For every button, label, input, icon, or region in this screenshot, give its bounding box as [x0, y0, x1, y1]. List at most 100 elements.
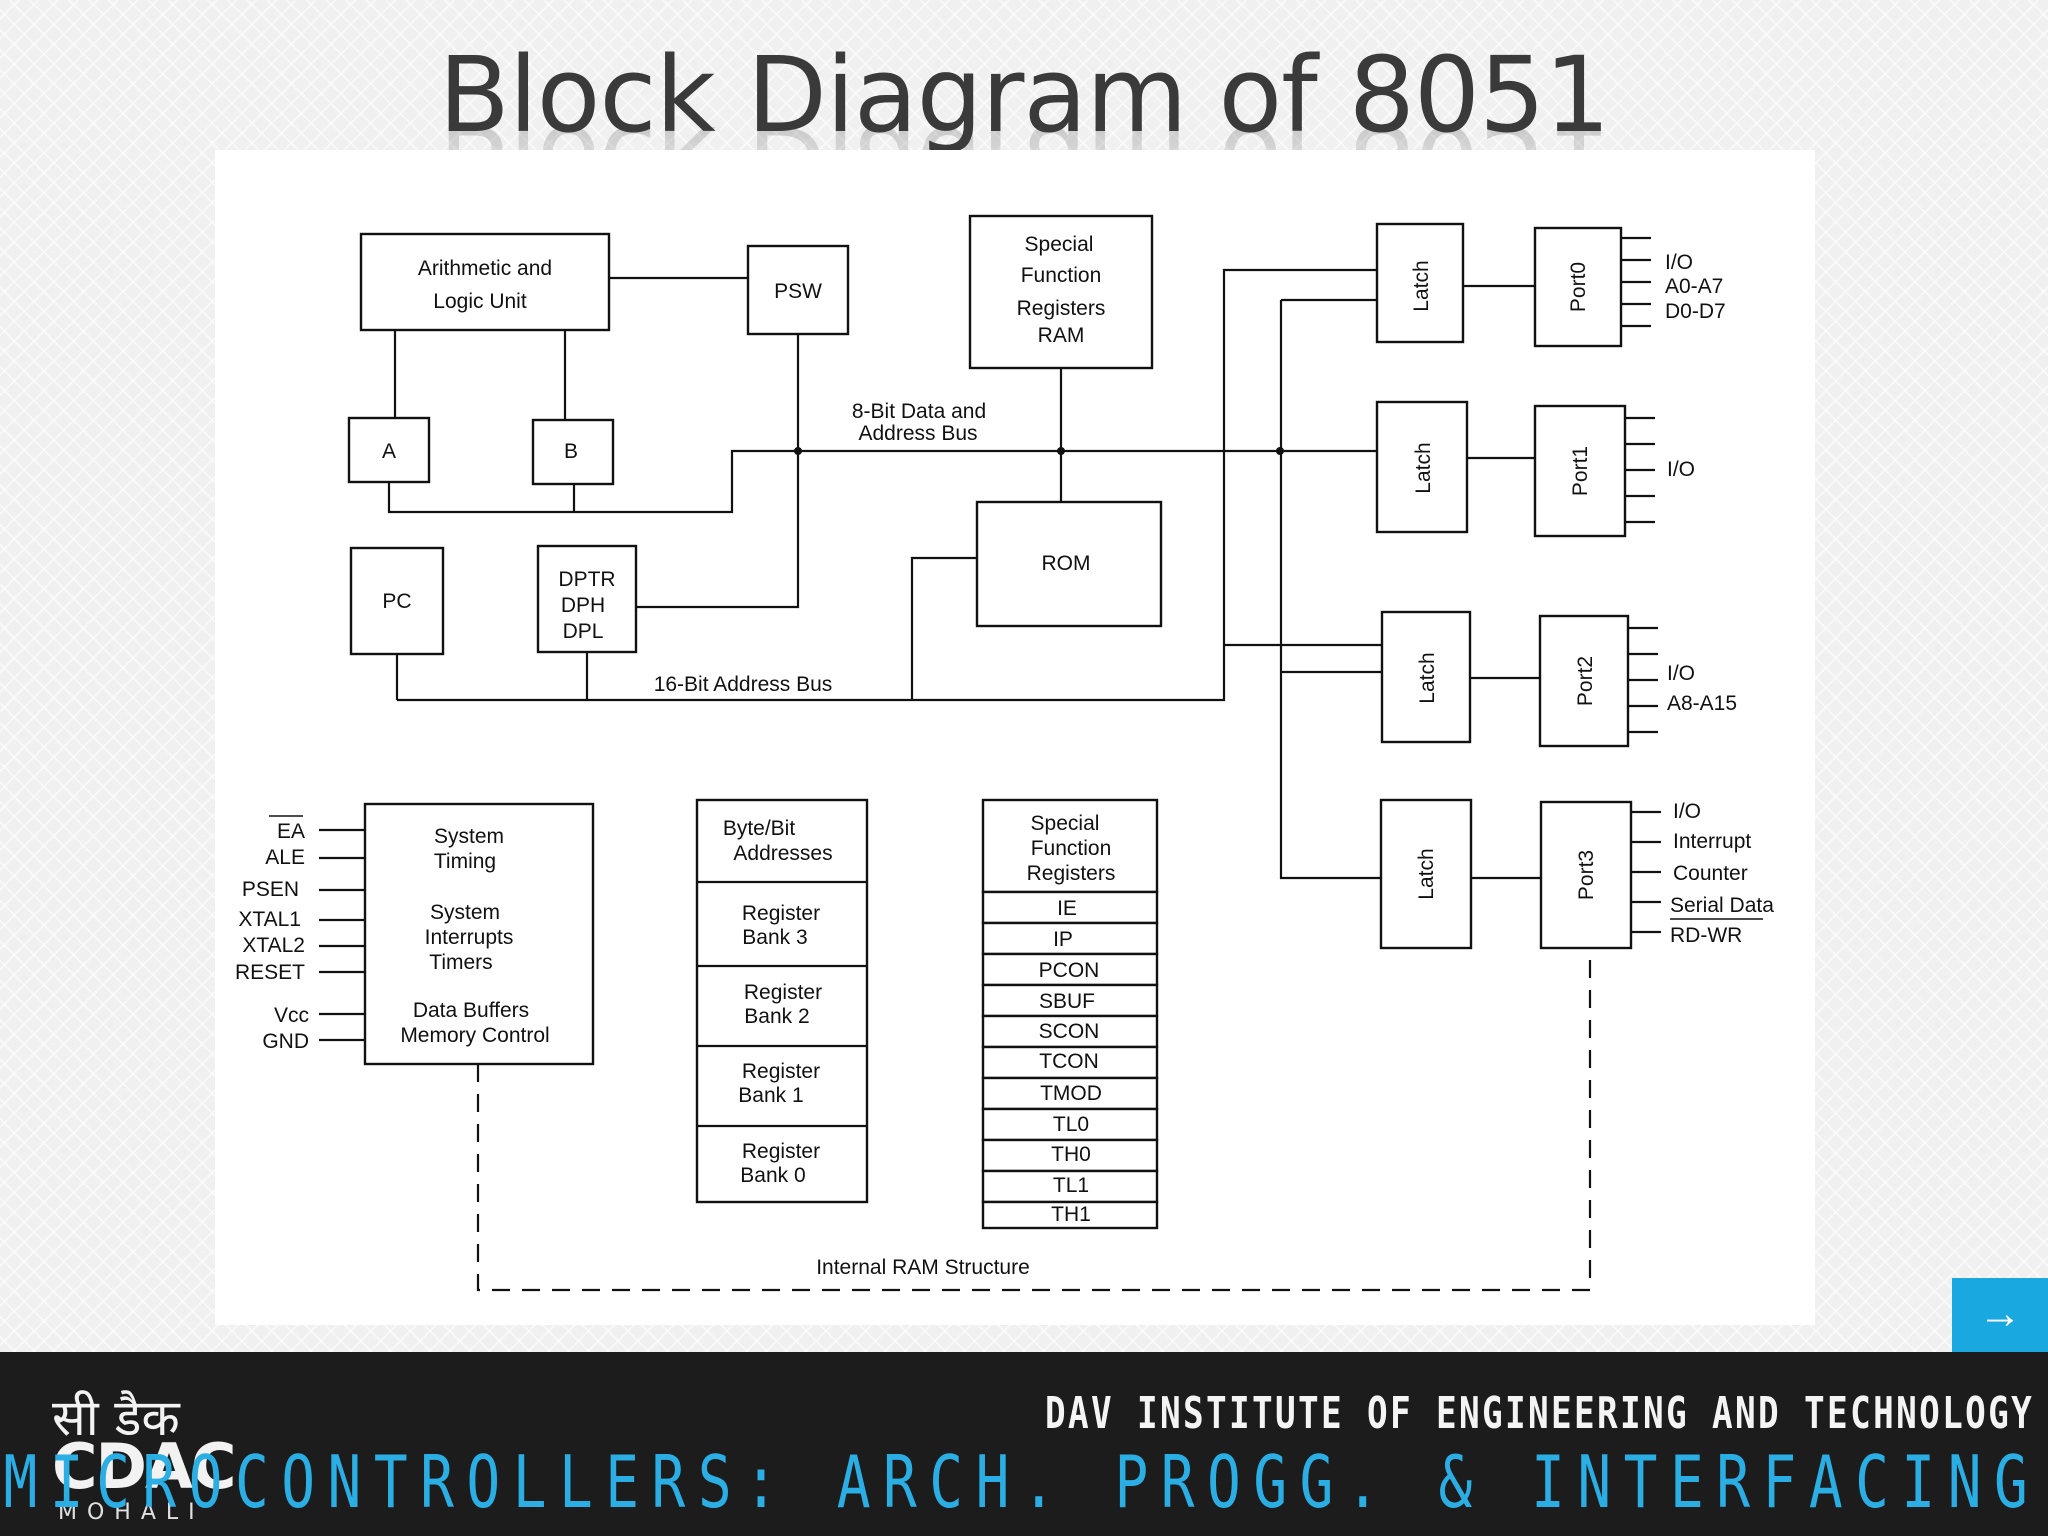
- next-slide-button[interactable]: →: [1952, 1278, 2048, 1352]
- sfr-header-1: Special: [1031, 812, 1100, 835]
- port3-line-serial-data: Serial Data: [1670, 894, 1774, 917]
- port-0: Port0: [1533, 226, 1623, 348]
- ram-byte-bit-1: Byte/Bit: [723, 817, 796, 840]
- port2-line-a8-a15: A8-A15: [1667, 692, 1737, 715]
- port3-line-io: I/O: [1673, 800, 1701, 823]
- port-1: Port1: [1533, 404, 1627, 538]
- sfr-ram-label-1: Special: [1025, 233, 1094, 256]
- sfr-tmod: TMOD: [1040, 1082, 1102, 1105]
- port2-line-io: I/O: [1667, 662, 1695, 685]
- latch-1: Latch: [1375, 400, 1469, 534]
- pin-reset: RESET: [235, 961, 305, 984]
- arrow-right-icon: →: [1978, 1289, 2022, 1338]
- pin-ea: EA: [277, 820, 305, 843]
- pin-xtal1: XTAL1: [238, 908, 301, 931]
- latch-0-label: Latch: [1410, 260, 1433, 311]
- institute-name: DAV INSTITUTE OF ENGINEERING AND TECHNOL…: [1044, 1388, 2034, 1439]
- course-title: MICROCONTROLLERS: ARCH. PROGG. & INTERFA…: [3, 1440, 2040, 1524]
- ram-bank3-1: Register: [742, 902, 820, 925]
- logo-sub-text: MOHALI: [58, 1500, 205, 1525]
- port-1-label: Port1: [1569, 446, 1592, 496]
- latch-0: Latch: [1375, 222, 1465, 344]
- system-line-7: Memory Control: [400, 1024, 549, 1047]
- ram-bank1-2: Bank 1: [738, 1084, 803, 1107]
- dptr-label-3: DPL: [563, 620, 604, 643]
- pin-ale: ALE: [265, 846, 305, 869]
- cdac-logo: सी डैक CDAC MOHALI: [52, 1382, 236, 1525]
- data-bus-label-2: Address Bus: [858, 422, 977, 445]
- system-line-6: Data Buffers: [413, 999, 529, 1022]
- port3-line-rd-wr: RD-WR: [1670, 924, 1742, 947]
- psw-box: [746, 244, 850, 336]
- ram-bank2-2: Bank 2: [744, 1005, 809, 1028]
- ram-byte-bit-2: Addresses: [733, 842, 832, 865]
- port0-line-a0-a7: A0-A7: [1665, 275, 1723, 298]
- sfr-th1: TH1: [1051, 1203, 1091, 1226]
- logo-hindi-text: सी डैक: [52, 1389, 180, 1447]
- register-a-label: A: [382, 440, 396, 463]
- sfr-tl1: TL1: [1053, 1174, 1089, 1197]
- latch-2-label: Latch: [1416, 652, 1439, 703]
- pin-gnd: GND: [262, 1030, 309, 1053]
- system-line-5: Timers: [429, 951, 492, 974]
- pin-psen: PSEN: [242, 878, 299, 901]
- slide-footer: सी डैक CDAC MOHALI DAV INSTITUTE OF ENGI…: [0, 1352, 2048, 1536]
- latch-2: Latch: [1380, 610, 1472, 744]
- port-3: Port3: [1539, 800, 1633, 950]
- system-timing-box: [363, 802, 595, 1066]
- latch-3-label: Latch: [1415, 848, 1438, 899]
- rom-label: ROM: [1042, 552, 1091, 575]
- psw-label: PSW: [774, 280, 822, 303]
- logo-main-text: CDAC: [52, 1430, 236, 1503]
- sfr-ram-label-3: Registers: [1017, 297, 1106, 320]
- internal-ram-caption: Internal RAM Structure: [816, 1256, 1030, 1279]
- ram-bank3-2: Bank 3: [742, 926, 807, 949]
- ram-bank0-2: Bank 0: [740, 1164, 805, 1187]
- register-a-box: [347, 416, 431, 484]
- sfr-sbuf: SBUF: [1039, 990, 1095, 1013]
- pc-box: [349, 546, 445, 656]
- port-3-label: Port3: [1575, 850, 1598, 900]
- sfr-header-3: Registers: [1027, 862, 1116, 885]
- alu-label-1: Arithmetic and: [418, 257, 552, 280]
- dptr-label-2: DPH: [561, 594, 605, 617]
- sfr-th0: TH0: [1051, 1143, 1091, 1166]
- latch-1-label: Latch: [1412, 442, 1435, 493]
- sfr-column: [981, 798, 1159, 1230]
- address-bus-label: 16-Bit Address Bus: [654, 673, 833, 696]
- sfr-ip: IP: [1053, 928, 1073, 951]
- pin-vcc: Vcc: [274, 1004, 309, 1027]
- rom-box: [975, 500, 1163, 628]
- ram-bank2-1: Register: [744, 981, 822, 1004]
- sfr-pcon: PCON: [1039, 959, 1100, 982]
- system-line-3: System: [430, 901, 500, 924]
- slide-title: Block Diagram of 8051: [438, 34, 1611, 156]
- sfr-ram-label-2: Function: [1021, 264, 1102, 287]
- block-diagram-8051: Arithmetic and Logic Unit PSW Special Fu…: [235, 214, 1774, 1292]
- latch-3: Latch: [1379, 798, 1473, 950]
- system-line-4: Interrupts: [425, 926, 514, 949]
- sfr-tl0: TL0: [1053, 1113, 1089, 1136]
- port0-line-io: I/O: [1665, 251, 1693, 274]
- port-2: Port2: [1538, 614, 1630, 748]
- system-line-2: Timing: [434, 850, 496, 873]
- ram-bank1-1: Register: [742, 1060, 820, 1083]
- sfr-ie: IE: [1057, 897, 1077, 920]
- port0-line-d0-d7: D0-D7: [1665, 300, 1726, 323]
- port-0-label: Port0: [1567, 262, 1590, 312]
- sfr-scon: SCON: [1039, 1020, 1100, 1043]
- sfr-tcon: TCON: [1039, 1050, 1099, 1073]
- ram-bank0-1: Register: [742, 1140, 820, 1163]
- port3-line-interrupt: Interrupt: [1673, 830, 1751, 853]
- port-2-label: Port2: [1574, 656, 1597, 706]
- data-bus-label-1: 8-Bit Data and: [852, 400, 986, 423]
- port3-line-counter: Counter: [1673, 862, 1748, 885]
- register-b-label: B: [564, 440, 578, 463]
- dptr-label-1: DPTR: [558, 568, 615, 591]
- pin-xtal2: XTAL2: [242, 934, 305, 957]
- alu-label-2: Logic Unit: [433, 290, 527, 313]
- alu-box: [359, 232, 611, 332]
- system-line-1: System: [434, 825, 504, 848]
- internal-ram-column: [695, 798, 869, 1204]
- sfr-header-2: Function: [1031, 837, 1112, 860]
